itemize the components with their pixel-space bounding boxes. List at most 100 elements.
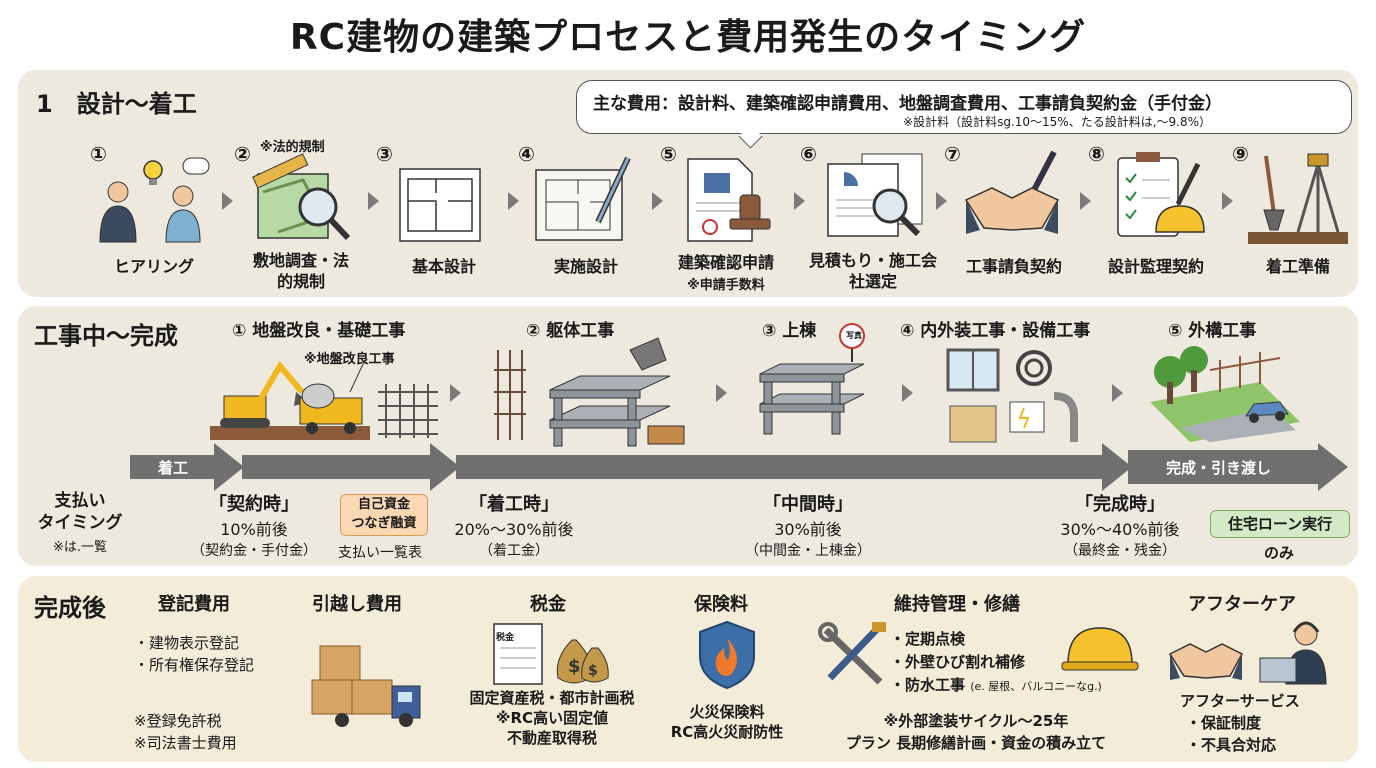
step-9-label: 着工準備 bbox=[1265, 257, 1330, 276]
tools-icon bbox=[818, 622, 886, 685]
home-loan-badge: 住宅ローン実行 bbox=[1210, 510, 1350, 538]
payment-start-pct: 20%〜30%前後 bbox=[454, 520, 574, 539]
site-survey-icon bbox=[252, 153, 351, 241]
payment-timing-note: ※は.一覧 bbox=[52, 540, 108, 555]
step-5-sub: ※申請手数料 bbox=[687, 278, 765, 293]
payment-start-head: 「着工時」 bbox=[469, 494, 559, 515]
section-design-title: 1 設計〜着工 bbox=[36, 90, 197, 118]
step-arrow bbox=[1080, 192, 1091, 210]
hearing-icon bbox=[99, 157, 210, 243]
maintenance-notes: ※外部塗装サイクル〜25年 プラン 長期修繕計画・資金の積み立て bbox=[806, 710, 1146, 754]
aftercare-item: アフターサービス bbox=[1180, 692, 1300, 710]
phase-arrow bbox=[716, 384, 727, 402]
timeline-arrow-tip bbox=[214, 443, 244, 491]
home-loan-sub: のみ bbox=[1263, 544, 1294, 562]
step-arrow bbox=[936, 192, 947, 210]
framing-ceremony-icon bbox=[759, 323, 865, 435]
step-8-label: 設計監理契約 bbox=[1107, 257, 1204, 276]
step-2-label: 敷地調査・法的規制 bbox=[252, 251, 349, 291]
exterior-work-icon bbox=[1150, 346, 1300, 442]
maintenance-note: プラン 長期修繕計画・資金の積み立て bbox=[845, 734, 1107, 752]
step-2-number: ② bbox=[234, 142, 251, 166]
payment-start: 「着工時」 20%〜30%前後 （着工金） bbox=[434, 490, 594, 560]
registration-item: ・建物表示登記 bbox=[134, 634, 240, 652]
tax-line: 不動産取得税 bbox=[506, 729, 597, 747]
timeline-arrow-tip bbox=[1102, 443, 1132, 491]
timeline-end-bar: 完成・引き渡し bbox=[1128, 450, 1320, 484]
phase-2-label: ② 躯体工事 bbox=[526, 321, 615, 341]
step-1-label: ヒアリング bbox=[113, 257, 194, 276]
moving-head: 引越し費用 bbox=[312, 594, 402, 615]
maintenance-note: ※外部塗装サイクル〜25年 bbox=[883, 712, 1069, 730]
payment-contract: 「契約時」 10%前後 （契約金・手付金） bbox=[184, 490, 324, 560]
tax-doc-label: 税金 bbox=[496, 633, 515, 643]
timeline-start-bar: 着工 bbox=[130, 455, 216, 479]
design-fee-note: ※設計料（設計料sg.10〜15%、たる設計料は,〜9.8%） bbox=[903, 115, 1211, 129]
registration-notes: ※登録免許税 ※司法書士費用 bbox=[134, 710, 237, 754]
step-arrow bbox=[1222, 192, 1233, 210]
maintenance-head: 維持管理・修繕 bbox=[894, 594, 1020, 615]
step-7-number: ⑦ bbox=[944, 142, 961, 166]
step-arrow bbox=[794, 192, 805, 210]
timeline-arrow-tip bbox=[430, 443, 460, 491]
registration-item: ・所有権保存登記 bbox=[134, 656, 255, 674]
step-6-label: 見積もり・施工会社選定 bbox=[808, 251, 937, 291]
estimate-icon bbox=[827, 153, 923, 237]
supervision-contract-icon bbox=[1117, 152, 1205, 237]
payment-contract-detail: （契約金・手付金） bbox=[191, 543, 317, 559]
tax-line: ※RC高い固定値 bbox=[495, 709, 609, 727]
permit-application-icon bbox=[687, 158, 771, 242]
aftercare-item: ・保証制度 bbox=[1186, 714, 1262, 732]
tax-lines: 固定資産税・都市計画税 ※RC高い固定値 不動産取得税 bbox=[444, 688, 660, 748]
step-4-label: 実施設計 bbox=[553, 257, 618, 276]
step-arrow bbox=[508, 192, 519, 210]
step-4-number: ④ bbox=[518, 142, 535, 166]
insurance-head: 保険料 bbox=[694, 594, 748, 615]
maintenance-item: ・外壁ひび割れ補修 bbox=[890, 653, 1026, 671]
svg-text:$: $ bbox=[588, 663, 598, 679]
step-2-note: ※法的規制 bbox=[260, 140, 325, 155]
payment-middle-pct: 30%前後 bbox=[774, 520, 842, 539]
timeline-arrow-tip bbox=[1318, 443, 1348, 491]
step-arrow bbox=[368, 192, 379, 210]
step-arrow bbox=[222, 192, 233, 210]
maintenance-item-text: ・防水工事 bbox=[890, 676, 966, 694]
step-arrow bbox=[652, 192, 663, 210]
payment-completion-detail: （最終金・残金） bbox=[1064, 543, 1176, 559]
payment-completion: 「完成時」 30%〜40%前後 （最終金・残金） bbox=[1040, 490, 1200, 560]
payment-contract-head: 「契約時」 bbox=[209, 494, 299, 515]
tax-line: 固定資産税・都市計画税 bbox=[469, 689, 635, 707]
registration-head: 登記費用 bbox=[158, 594, 230, 615]
frame-work-icon bbox=[494, 337, 685, 447]
insurance-line: RC高火災耐防性 bbox=[670, 723, 784, 741]
main-costs-text: 主な費用：設計料、建築確認申請費用、地盤調査費用、工事請負契約金（手付金） bbox=[593, 94, 1222, 114]
interior-equipment-icon bbox=[946, 348, 1078, 443]
maintenance-item: ・定期点検 bbox=[890, 630, 966, 648]
section-construction-title: 工事中〜完成 bbox=[34, 322, 178, 350]
step-6-number: ⑥ bbox=[800, 142, 817, 166]
hard-hat-icon bbox=[1061, 627, 1139, 671]
tax-documents-icon: $ $ bbox=[493, 623, 609, 685]
phase-3-label: ③ 上棟 bbox=[762, 321, 817, 341]
maintenance-item: ・防水工事 (e. 屋根、バルコニーなg.) bbox=[890, 674, 1102, 698]
timeline-end-label: 完成・引き渡し bbox=[1166, 459, 1272, 477]
timeline-bar-segment bbox=[242, 455, 432, 479]
phase-5-label: ⑤ 外構工事 bbox=[1168, 321, 1257, 341]
construction-prep-icon bbox=[1248, 153, 1348, 244]
registration-items: ・建物表示登記 ・所有権保存登記 bbox=[134, 632, 254, 676]
excavator-mixer-icon bbox=[210, 360, 438, 440]
phase-4-label: ④ 内外装工事・設備工事 bbox=[900, 321, 1091, 341]
phase-1-label: ① 地盤改良・基礎工事 bbox=[232, 321, 406, 341]
moving-truck-icon bbox=[311, 645, 421, 727]
insurance-lines: 火災保険料 RC高火災耐防性 bbox=[654, 702, 800, 742]
tax-head: 税金 bbox=[530, 594, 566, 615]
phase-arrow bbox=[450, 384, 461, 402]
step-3-label: 基本設計 bbox=[411, 257, 476, 276]
step-1-number: ① bbox=[90, 142, 107, 166]
step-5-number: ⑤ bbox=[660, 142, 677, 166]
payment-contract-pct: 10%前後 bbox=[220, 520, 288, 539]
aftercare-item: ・不具合対応 bbox=[1186, 736, 1277, 754]
detailed-design-icon bbox=[535, 156, 631, 241]
aftercare-items: アフターサービス ・保証制度 ・不具合対応 bbox=[1180, 690, 1300, 756]
payment-completion-head: 「完成時」 bbox=[1075, 494, 1165, 515]
